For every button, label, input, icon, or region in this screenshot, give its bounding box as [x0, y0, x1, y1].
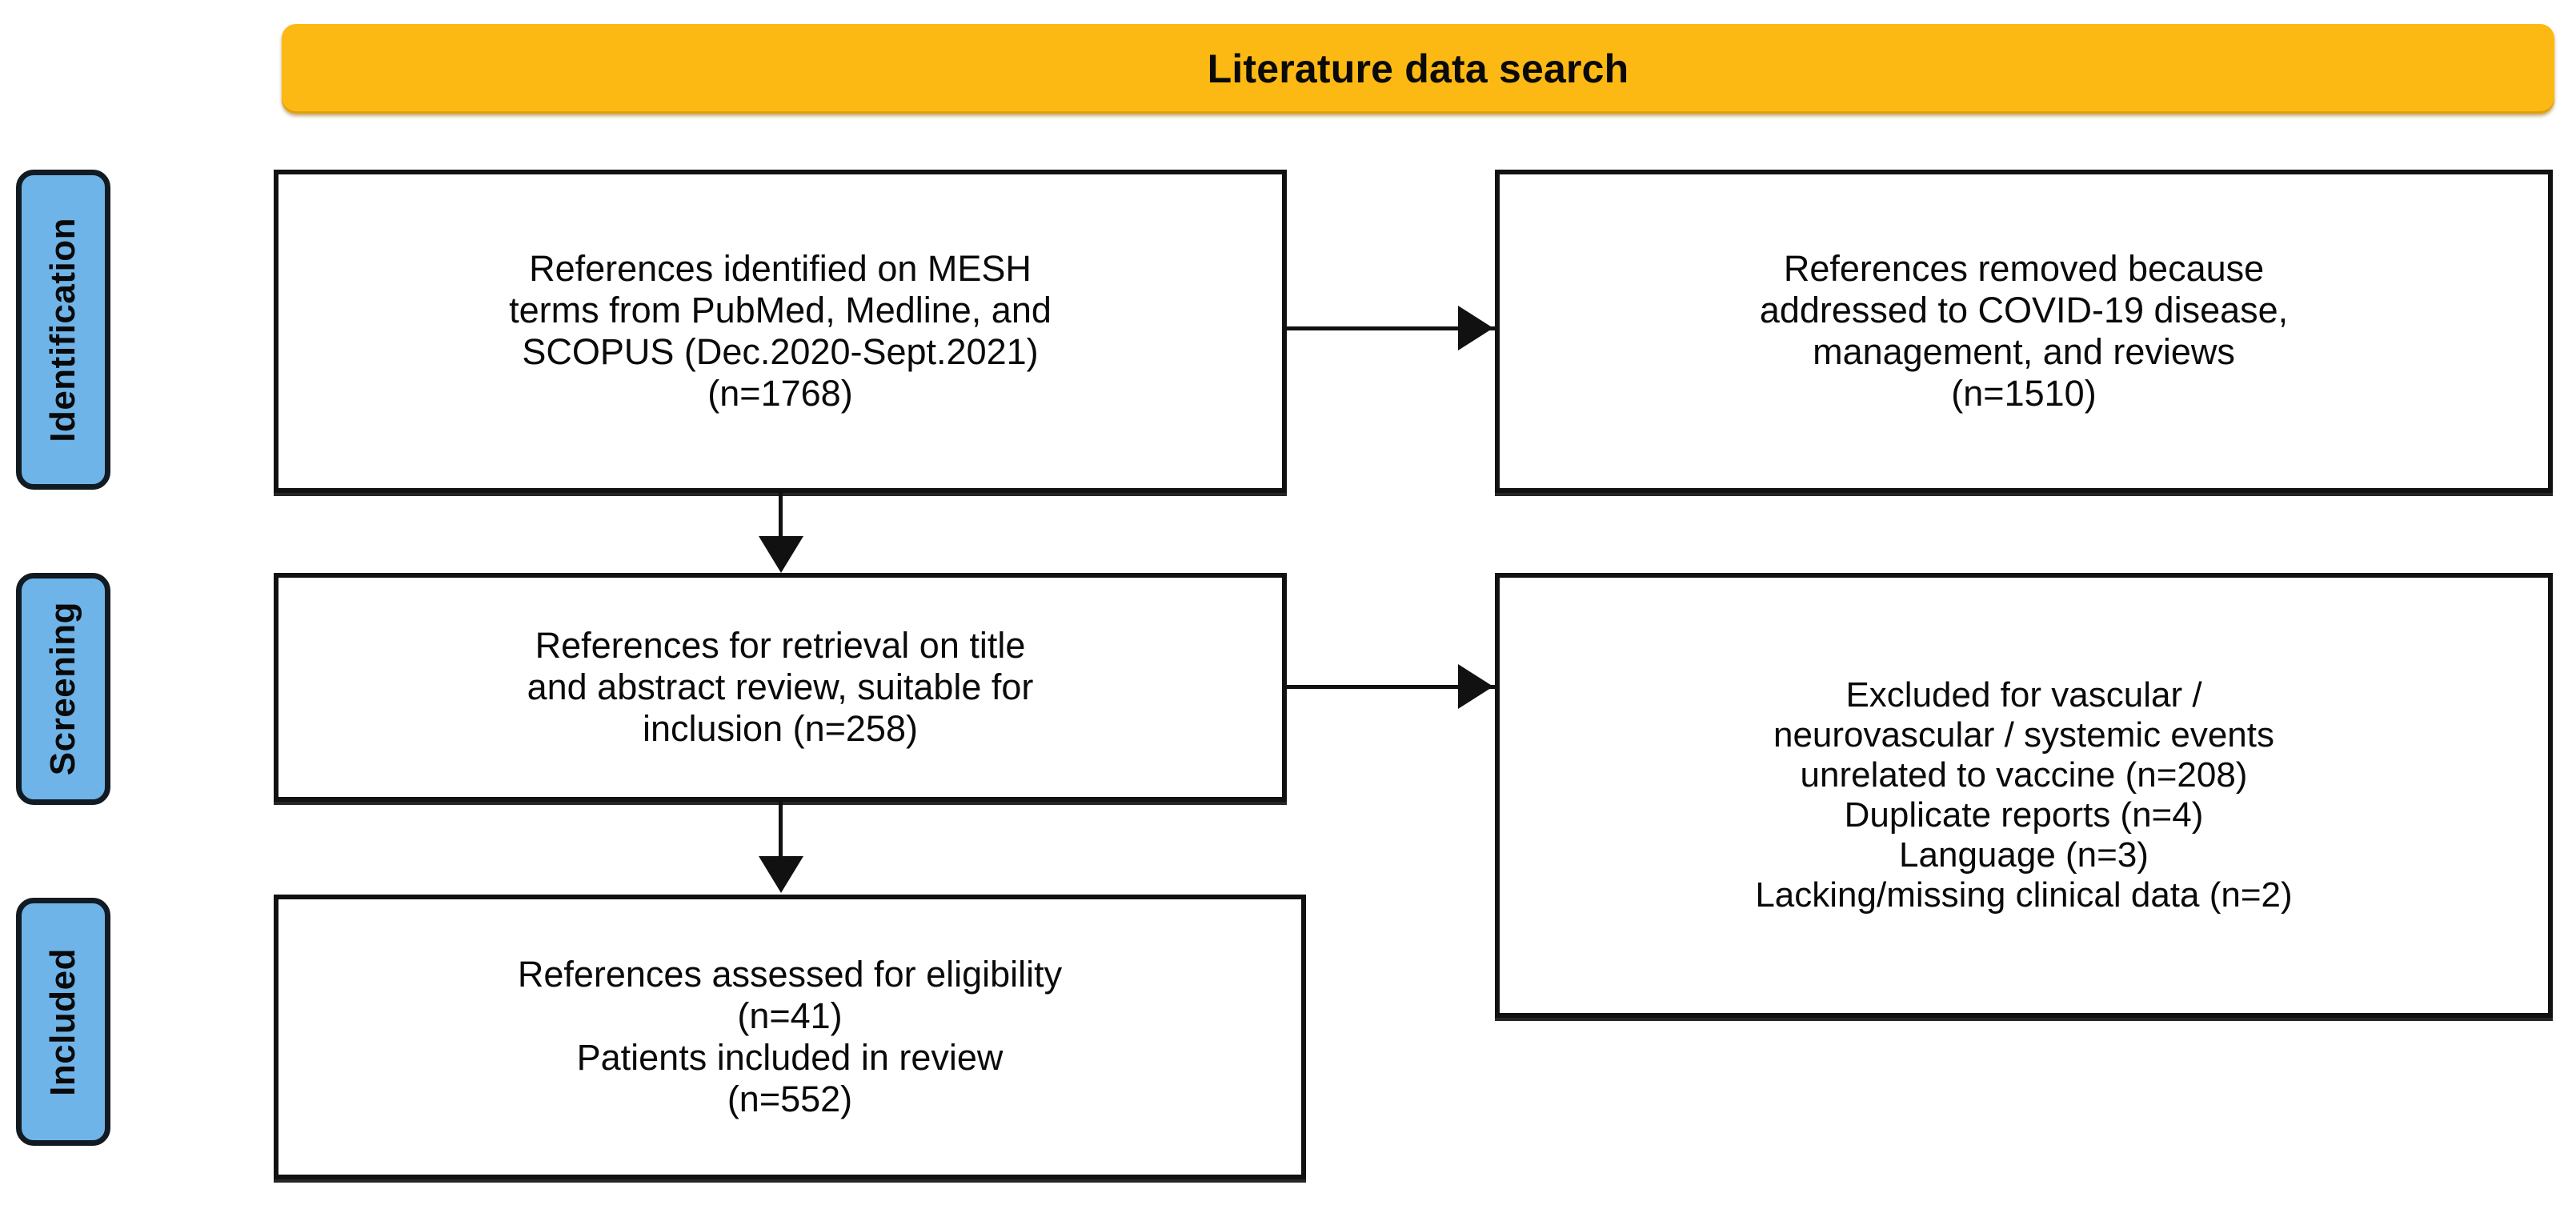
flow-box-references-assessed: References assessed for eligibility (n=4… — [274, 895, 1306, 1179]
flow-box-line: Language (n=3) — [1899, 835, 2149, 875]
flow-box-line: References assessed for eligibility — [517, 953, 1063, 995]
flow-box-line: neurovascular / systemic events — [1773, 715, 2275, 755]
flow-box-line: Patients included in review — [576, 1037, 1004, 1078]
flow-box-line: References removed because — [1783, 247, 2265, 289]
header-banner: Literature data search — [282, 24, 2554, 114]
arrowhead-right-icon — [1458, 306, 1493, 350]
flow-box-excluded-reasons: Excluded for vascular / neurovascular / … — [1495, 573, 2553, 1018]
connector-line — [1284, 326, 1495, 330]
flow-box-line: References for retrieval on title — [535, 624, 1026, 666]
connector-line — [779, 490, 783, 542]
arrowhead-down-icon — [759, 856, 803, 893]
flow-box-line: management, and reviews — [1813, 331, 2235, 372]
flow-box-line: (n=552) — [727, 1079, 853, 1120]
phase-label-screening-text: Screening — [43, 602, 82, 776]
flow-box-references-removed: References removed because addressed to … — [1495, 170, 2553, 493]
flow-box-line: terms from PubMed, Medline, and — [509, 289, 1052, 330]
connector-line — [779, 799, 783, 861]
page-title: Literature data search — [1207, 46, 1629, 91]
flow-box-line: addressed to COVID-19 disease, — [1759, 289, 2289, 330]
flow-box-line: (n=1510) — [1951, 373, 2097, 414]
flow-box-line: (n=1768) — [707, 373, 853, 414]
flow-box-references-for-retrieval: References for retrieval on title and ab… — [274, 573, 1287, 802]
flow-box-line: Lacking/missing clinical data (n=2) — [1755, 875, 2293, 915]
phase-label-screening: Screening — [16, 573, 110, 805]
flow-box-line: and abstract review, suitable for — [527, 666, 1034, 707]
phase-label-identification-text: Identification — [43, 217, 82, 442]
flow-box-line: References identified on MESH — [529, 247, 1032, 289]
flow-box-line: unrelated to vaccine (n=208) — [1800, 755, 2248, 795]
phase-label-included-text: Included — [43, 947, 82, 1096]
flow-box-line: (n=41) — [737, 995, 843, 1036]
arrowhead-right-icon — [1458, 664, 1493, 709]
arrowhead-down-icon — [759, 536, 803, 573]
flow-box-line: Excluded for vascular / — [1845, 675, 2202, 715]
flow-box-line: Duplicate reports (n=4) — [1844, 795, 2204, 835]
phase-label-included: Included — [16, 898, 110, 1146]
flow-box-line: inclusion (n=258) — [643, 708, 918, 750]
flow-box-references-identified: References identified on MESH terms from… — [274, 170, 1287, 493]
connector-line — [1284, 685, 1495, 689]
flow-box-line: SCOPUS (Dec.2020-Sept.2021) — [522, 331, 1039, 372]
phase-label-identification: Identification — [16, 170, 110, 490]
